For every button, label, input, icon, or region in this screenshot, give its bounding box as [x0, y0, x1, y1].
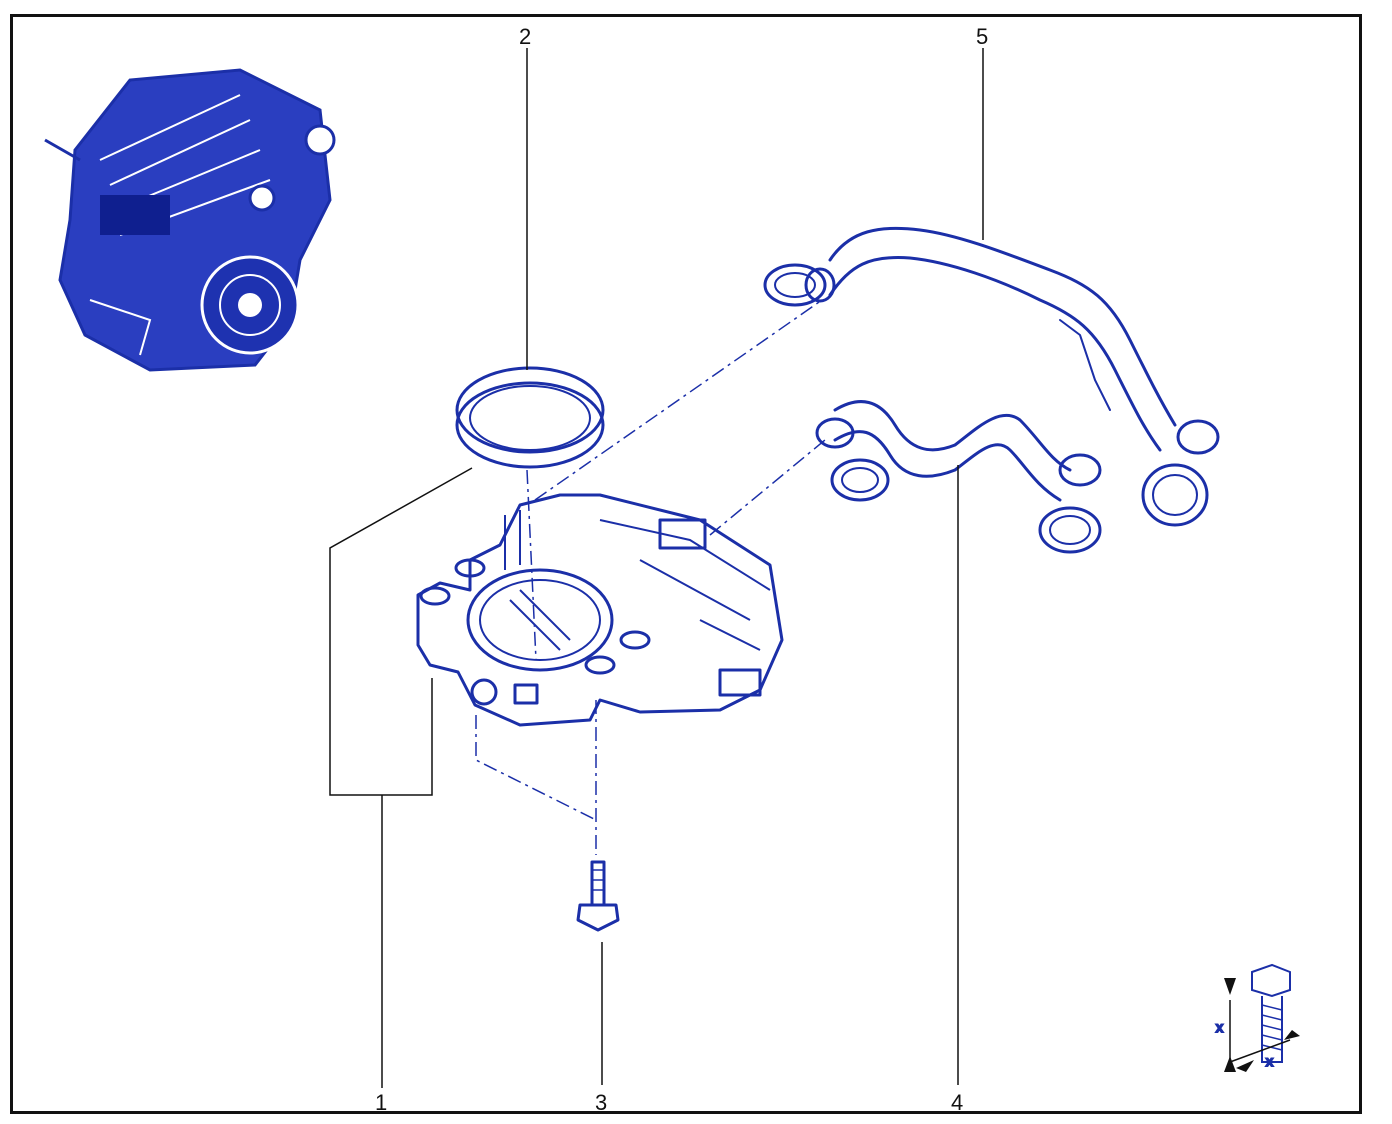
bolt-icon: [576, 860, 620, 932]
torque-label-left: x: [1216, 1019, 1223, 1035]
callout-1: 1: [375, 1090, 388, 1115]
torque-bolt-icon: x x: [1215, 963, 1300, 1072]
throttle-body-icon: [416, 493, 784, 727]
torque-label-bottom: x: [1266, 1053, 1273, 1069]
callout-2: 2: [519, 24, 532, 49]
hose-icon: [815, 400, 1102, 554]
alignment-lines: [475, 299, 826, 855]
callout-3: 3: [595, 1090, 608, 1115]
seal-ring-icon: [455, 366, 605, 469]
callout-4: 4: [951, 1090, 964, 1115]
leader-lines: [329, 48, 984, 1088]
engine-icon: [44, 68, 336, 372]
hose-icon: [763, 226, 1220, 527]
callout-5: 5: [976, 24, 989, 49]
